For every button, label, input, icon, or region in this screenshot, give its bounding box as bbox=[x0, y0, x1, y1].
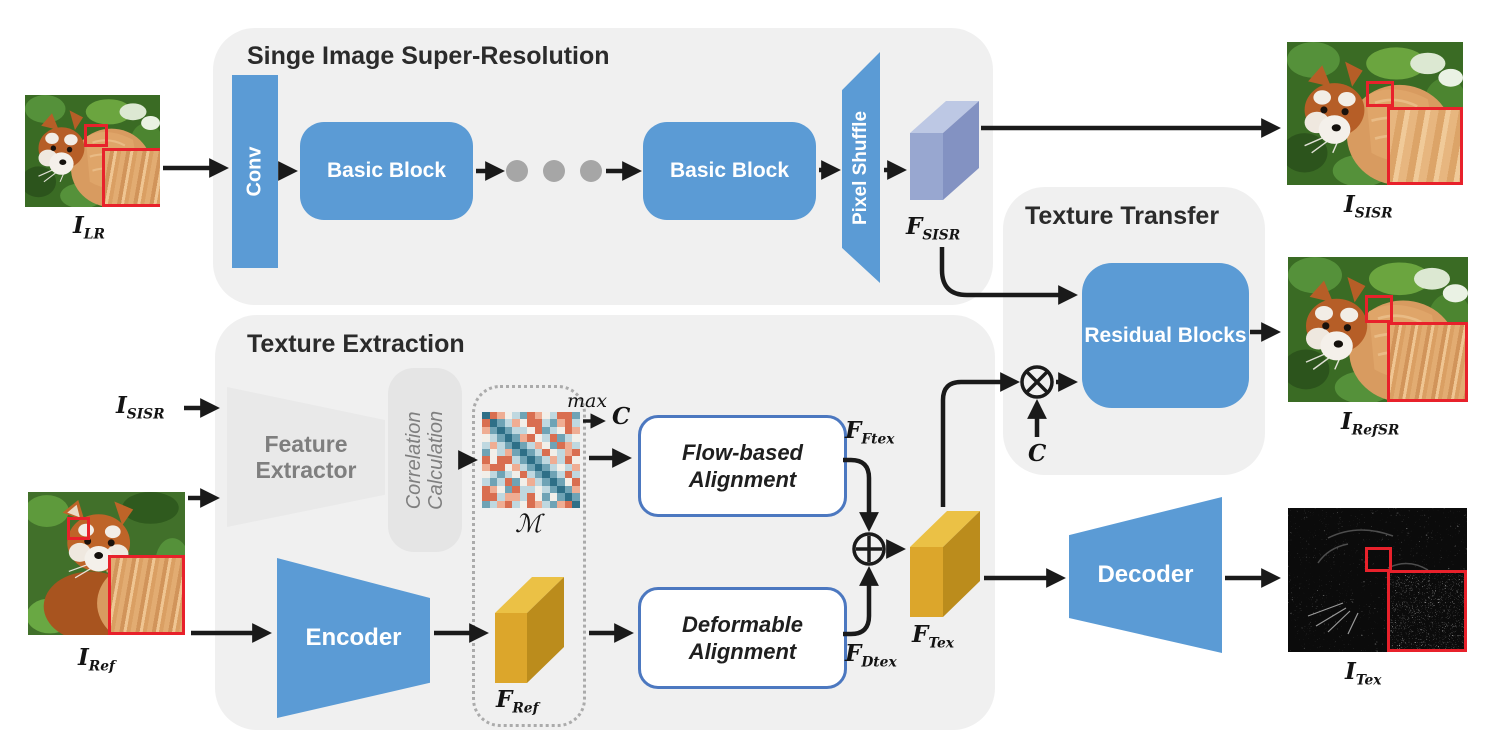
correlation-calculation: Correlation Calculation bbox=[388, 368, 462, 552]
i-sisr-out-label: ISISR bbox=[1344, 191, 1393, 222]
math-base: F bbox=[496, 686, 513, 713]
math-base: F bbox=[845, 640, 862, 667]
f-tex-label: FTex bbox=[912, 621, 954, 652]
decoder-label: Decoder bbox=[1097, 561, 1194, 588]
crop-marker-small bbox=[67, 517, 90, 540]
i-refsr-label: IRefSR bbox=[1341, 408, 1399, 439]
math-sub: SISR bbox=[922, 227, 961, 244]
crop-marker-small bbox=[84, 124, 108, 147]
i-ref-label: IRef bbox=[78, 644, 115, 675]
i-refsr-image bbox=[1288, 257, 1468, 402]
basic-block-1: Basic Block bbox=[300, 122, 473, 220]
texture-transfer-title: Texture Transfer bbox=[1025, 202, 1220, 230]
math-sub: Ref bbox=[512, 700, 539, 717]
ellipsis-dot bbox=[506, 160, 528, 182]
residual-blocks: Residual Blocks bbox=[1082, 263, 1249, 408]
math-base: C bbox=[1028, 440, 1047, 467]
basic-block-label: Basic Block bbox=[669, 159, 790, 182]
math-base: F bbox=[912, 621, 929, 648]
ellipsis-dot bbox=[543, 160, 565, 182]
flow-based-alignment: Flow-based Alignment bbox=[638, 415, 847, 517]
conv-block: Conv bbox=[232, 75, 278, 268]
pixel-shuffle-label: Pixel Shuffle bbox=[850, 110, 871, 225]
math-base: max bbox=[567, 390, 608, 412]
math-base: I bbox=[116, 392, 127, 419]
matrix-label: ℳ bbox=[515, 509, 542, 538]
texture-map bbox=[1288, 508, 1467, 652]
crop-zoom-large bbox=[1387, 107, 1463, 185]
sisr-panel-title: Singe Image Super-Resolution bbox=[247, 42, 610, 70]
math-base: I bbox=[1341, 408, 1352, 435]
i-lr-image bbox=[25, 95, 160, 207]
math-sub: Ref bbox=[88, 658, 115, 675]
crop-zoom-large bbox=[102, 148, 160, 207]
crop-zoom-large bbox=[1387, 570, 1467, 652]
flow-based-alignment-label: Flow-based Alignment bbox=[681, 439, 803, 493]
i-sisr-image bbox=[1287, 42, 1463, 185]
i-lr-label: ILR bbox=[73, 212, 105, 243]
math-base: ℳ bbox=[515, 509, 542, 538]
math-base: I bbox=[78, 644, 89, 671]
f-sisr-label: FSISR bbox=[906, 213, 960, 244]
f-ref-label: FRef bbox=[496, 686, 539, 717]
conv-label: Conv bbox=[243, 146, 266, 197]
math-base: F bbox=[845, 417, 862, 444]
decoder: Decoder bbox=[1069, 497, 1222, 653]
crop-marker-small bbox=[1365, 295, 1393, 323]
residual-blocks-label: Residual Blocks bbox=[1084, 323, 1247, 347]
correlation-matrix bbox=[482, 412, 580, 508]
feature-extractor-label: Feature Extractor bbox=[255, 430, 357, 483]
c-top-label: C bbox=[612, 403, 630, 430]
math-sub: Tex bbox=[1355, 672, 1382, 689]
crop-marker-small bbox=[1366, 81, 1394, 107]
math-base: I bbox=[73, 212, 84, 239]
correlation-dotted-group bbox=[472, 385, 586, 727]
math-sub: SISR bbox=[1354, 205, 1393, 222]
deformable-alignment: Deformable Alignment bbox=[638, 587, 847, 689]
c-bottom-label: C bbox=[1028, 440, 1046, 467]
math-sub: Ftex bbox=[861, 431, 895, 448]
pixel-shuffle-block: Pixel Shuffle bbox=[842, 52, 880, 283]
encoder-label: Encoder bbox=[305, 624, 402, 651]
correlation-calculation-label: Correlation Calculation bbox=[402, 410, 448, 510]
crop-marker-small bbox=[1365, 547, 1392, 572]
math-base: I bbox=[1344, 191, 1355, 218]
i-sisr-in-label: ISISR bbox=[116, 392, 165, 423]
ellipsis-dot bbox=[580, 160, 602, 182]
crop-zoom-large bbox=[1387, 322, 1468, 402]
f-dtex-label: FDtex bbox=[845, 640, 897, 671]
i-tex-label: ITex bbox=[1345, 658, 1381, 689]
i-tex-image bbox=[1288, 508, 1467, 652]
math-base: I bbox=[1345, 658, 1356, 685]
math-sub: SISR bbox=[126, 406, 165, 423]
math-sub: Tex bbox=[928, 635, 955, 652]
math-sub: LR bbox=[83, 226, 105, 243]
math-base: C bbox=[612, 403, 631, 430]
math-sub: Dtex bbox=[861, 654, 897, 671]
math-base: F bbox=[906, 213, 923, 240]
deformable-alignment-label: Deformable Alignment bbox=[681, 611, 804, 665]
max-label: max bbox=[567, 390, 607, 412]
f-ftex-label: FFtex bbox=[845, 417, 895, 448]
math-sub: RefSR bbox=[1351, 422, 1400, 439]
i-ref-image bbox=[28, 492, 185, 635]
basic-block-label: Basic Block bbox=[326, 159, 447, 182]
basic-block-2: Basic Block bbox=[643, 122, 816, 220]
texture-extraction-title: Texture Extraction bbox=[247, 330, 465, 358]
crop-zoom-large bbox=[108, 555, 185, 635]
